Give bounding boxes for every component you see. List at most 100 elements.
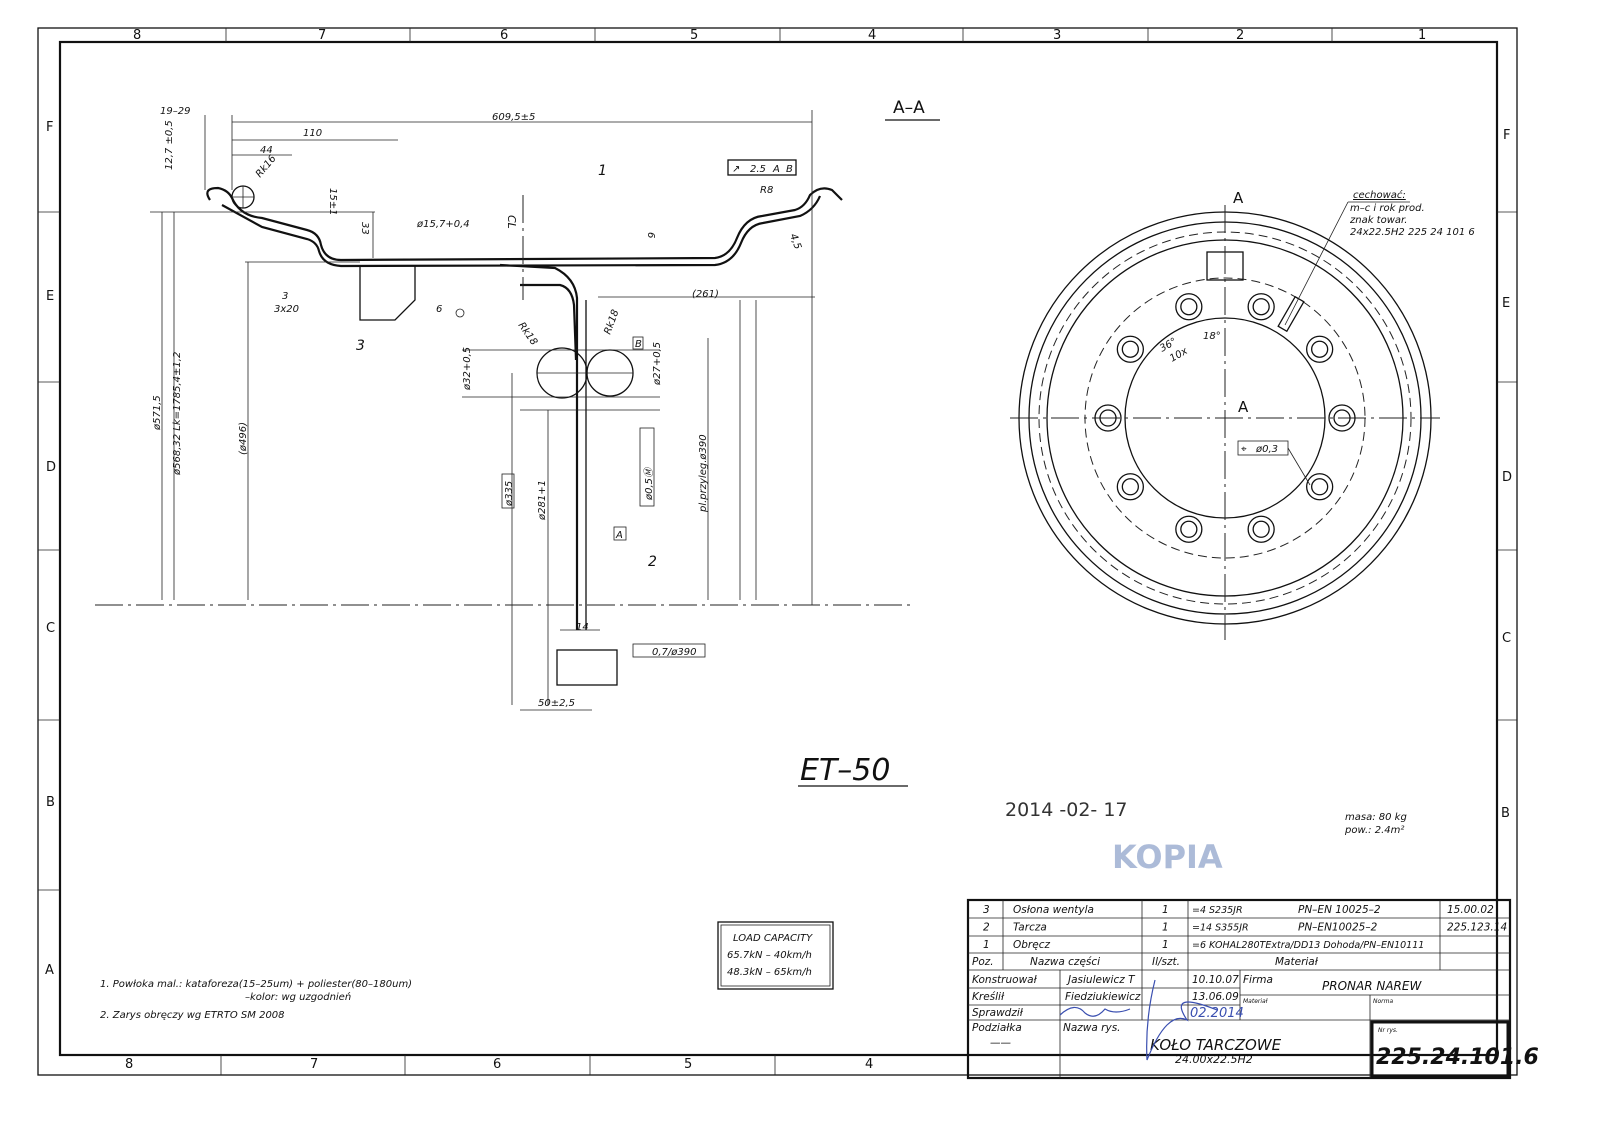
svg-text:2. Zarys obręczy wg ETRTO SM 2: 2. Zarys obręczy wg ETRTO SM 2008 (100, 1010, 285, 1021)
svg-text:Jasiulewicz T: Jasiulewicz T (1066, 974, 1136, 986)
part-pos: 3 (983, 904, 990, 916)
svg-text:Il/szt.: Il/szt. (1152, 956, 1180, 968)
svg-text:ø335: ø335 (504, 481, 515, 507)
svg-text:Rk16: Rk16 (254, 153, 279, 180)
bolt-hole (1252, 298, 1270, 316)
part-ref: 15.00.02 (1447, 904, 1494, 916)
svg-text:ø32+0,5: ø32+0,5 (462, 347, 473, 391)
svg-text:609,5±5: 609,5±5 (492, 112, 535, 123)
inner-frame (58, 40, 1499, 1057)
svg-text:–kolor: wg uzgodnień: –kolor: wg uzgodnień (245, 991, 351, 1003)
svg-text:D: D (1502, 470, 1512, 485)
bolt-hole (1099, 409, 1117, 427)
svg-text:ø15,7+0,4: ø15,7+0,4 (416, 219, 470, 230)
bolt-hole (1180, 298, 1198, 316)
svg-text:13.06.09: 13.06.09 (1192, 991, 1239, 1003)
svg-text:2.5: 2.5 (750, 164, 766, 175)
section-view: A–A 19–29 (95, 98, 940, 711)
svg-text:ø27+0,5: ø27+0,5 (652, 342, 663, 386)
bolt-hole (1175, 293, 1203, 321)
part-qty: 1 (1162, 939, 1169, 951)
bolt-hole (1094, 404, 1122, 432)
bolt-hole (1121, 340, 1139, 358)
svg-text:m–c i rok prod.: m–c i rok prod. (1350, 203, 1425, 214)
svg-text:6: 6 (493, 1057, 501, 1072)
svg-text:4: 4 (865, 1057, 873, 1072)
part-norm: PN–EN10025–2 (1298, 922, 1378, 934)
svg-text:ø0,3: ø0,3 (1255, 444, 1278, 455)
svg-text:F: F (1503, 128, 1510, 143)
svg-text:ø0,5Ⓜ: ø0,5Ⓜ (643, 466, 655, 501)
svg-text:3: 3 (1053, 28, 1061, 43)
bolt-hole (1116, 473, 1144, 501)
svg-text:6: 6 (500, 28, 508, 43)
svg-text:3: 3 (356, 338, 365, 354)
svg-text:48.3kN – 65km/h: 48.3kN – 65km/h (727, 967, 812, 978)
zone-dividers (38, 28, 1517, 1075)
svg-text:B: B (786, 164, 793, 175)
svg-text:(261): (261) (692, 289, 719, 300)
svg-text:Norma: Norma (1373, 998, 1393, 1005)
bolt-hole (1311, 478, 1329, 496)
svg-text:Podziałka: Podziałka (972, 1022, 1022, 1034)
section-label: A–A (893, 98, 925, 118)
svg-text:Nazwa części: Nazwa części (1030, 956, 1100, 968)
load-capacity-box: LOAD CAPACITY 65.7kN – 40km/h 48.3kN – 6… (717, 921, 834, 990)
svg-text:8: 8 (125, 1057, 133, 1072)
svg-text:C: C (46, 621, 55, 636)
hub-contact-face (556, 649, 618, 686)
svg-text:02.2014: 02.2014 (1190, 1006, 1244, 1021)
svg-text:19–29: 19–29 (160, 106, 190, 117)
bolt-hole (1333, 409, 1351, 427)
part-norm: PN–EN 10025–2 (1298, 904, 1381, 916)
svg-text:Konstruował: Konstruował (972, 974, 1038, 986)
zone-labels-right: FE DC B (1501, 128, 1512, 821)
outer-frame (37, 27, 1518, 1076)
svg-text:C: C (1502, 631, 1511, 646)
wheel-front-view: A A 36° 10x 18° ⌖ ø0,3 cechować: m–c i r… (1010, 189, 1475, 640)
svg-text:2: 2 (1236, 28, 1244, 43)
svg-text:Sprawdził: Sprawdził (972, 1007, 1024, 1019)
bolt-hole (1175, 515, 1203, 543)
svg-text:⌖: ⌖ (1241, 444, 1247, 455)
svg-text:18°: 18° (1203, 331, 1221, 342)
svg-text:Rk18: Rk18 (516, 320, 540, 347)
svg-text:Poz.: Poz. (972, 956, 994, 968)
part-ref: 225.123.14 (1447, 922, 1507, 934)
bolt-hole (1328, 404, 1356, 432)
bolt-hole (1121, 478, 1139, 496)
svg-text:2: 2 (648, 554, 657, 570)
copy-stamp: KOPIA (1112, 838, 1223, 876)
bolt-hole (1252, 520, 1270, 538)
svg-text:A: A (1233, 189, 1244, 207)
svg-text:1: 1 (598, 163, 607, 179)
part-qty: 1 (1162, 904, 1169, 916)
svg-text:3x20: 3x20 (274, 304, 299, 315)
bolt-hole (1306, 473, 1334, 501)
svg-text:7: 7 (310, 1057, 318, 1072)
svg-text:Firma: Firma (1243, 974, 1273, 986)
svg-text:CL: CL (505, 215, 518, 229)
svg-text:44: 44 (260, 145, 273, 156)
svg-text:cechować:: cechować: (1353, 189, 1406, 201)
svg-text:1: 1 (1418, 28, 1426, 43)
svg-text:A: A (772, 164, 780, 175)
bolt-hole (1247, 515, 1275, 543)
zone-labels-left: FE DC BA (45, 120, 56, 978)
stamp-date: 2014 -02- 17 (1005, 799, 1128, 821)
svg-text:10.10.07: 10.10.07 (1192, 974, 1239, 986)
svg-text:ø571,5: ø571,5 (152, 395, 163, 431)
bolt-hole (1116, 335, 1144, 363)
surface-area: pow.: 2.4m² (1344, 825, 1404, 836)
svg-text:1. Powłoka mal.: kataforeza(15: 1. Powłoka mal.: kataforeza(15–25um) + p… (100, 979, 412, 990)
svg-text:E: E (1502, 296, 1510, 311)
svg-text:ø281+1: ø281+1 (537, 480, 548, 521)
svg-text:znak towar.: znak towar. (1349, 215, 1407, 226)
svg-text:Materiał: Materiał (1243, 998, 1268, 1005)
svg-text:225.24.101.6: 225.24.101.6 (1376, 1045, 1539, 1070)
svg-text:Fiedziukiewicz: Fiedziukiewicz (1065, 991, 1141, 1003)
position-tolerance-frame (639, 427, 655, 507)
svg-text:KOŁO TARCZOWE: KOŁO TARCZOWE (1150, 1036, 1282, 1054)
svg-text:Kreślił: Kreślił (972, 991, 1005, 1003)
